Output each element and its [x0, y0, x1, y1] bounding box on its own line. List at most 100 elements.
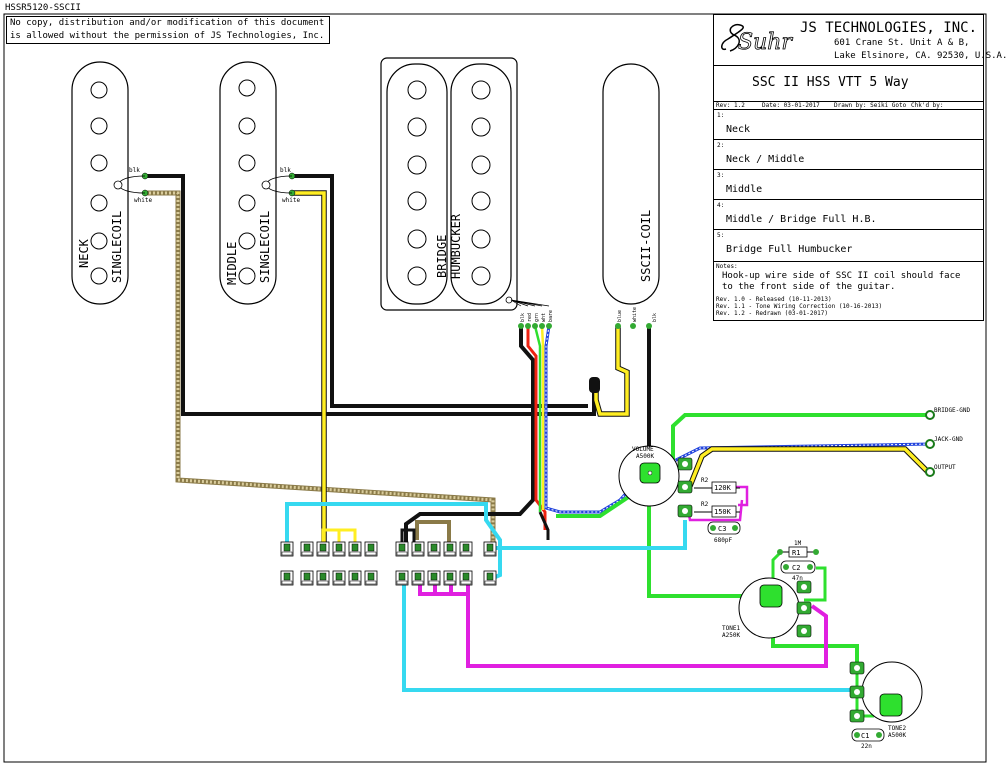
tone2-pot-name: TONE2 [888, 725, 906, 732]
notes-line-1: Hook-up wire side of SSC II coil should … [722, 271, 961, 281]
neck-label: NECK [77, 238, 91, 268]
position-5-row: 5: Bridge Full Humbucker [714, 229, 983, 261]
neck-type-label: SINGLECOIL [110, 211, 124, 283]
revision-history-2: Rev. 1.1 - Tone Wiring Correction (10-16… [716, 303, 883, 310]
position-5-label: Bridge Full Humbucker [726, 244, 853, 255]
switch-lug [348, 541, 362, 557]
bridge-wire-0: blk [520, 313, 526, 322]
r1-value: 1M [794, 540, 802, 547]
switch-lug [427, 570, 441, 586]
switch-lug [364, 570, 378, 586]
ssc-wire-1: white [632, 307, 638, 322]
bridge-type-label: HUMBUCKER [449, 213, 463, 279]
position-4-label: Middle / Bridge Full H.B. [726, 214, 877, 225]
tone-ground-wire [647, 476, 773, 598]
notes-row: Notes: Hook-up wire side of SSC II coil … [714, 261, 983, 321]
c3-value: 680pF [714, 537, 732, 544]
switch-lug [483, 570, 497, 586]
company-name: JS TECHNOLOGIES, INC. [800, 20, 978, 36]
tone1-pot: TONE1 A250K [722, 577, 812, 639]
page-frame [3, 13, 987, 763]
switch-lug [280, 570, 294, 586]
ssc-white-wire [594, 326, 629, 416]
c2-value: 47n [792, 575, 803, 582]
tone1-pot-name: TONE1 [722, 625, 740, 632]
switch-lug [443, 541, 457, 557]
switch-lug [332, 541, 346, 557]
suhr-logo: Suhr [718, 21, 794, 57]
r2b-name: R2 [701, 501, 709, 508]
switch-lug [300, 541, 314, 557]
position-4-row: 4: Middle / Bridge Full H.B. [714, 199, 983, 229]
revision-row: Rev: 1.2 Date: 03-01-2017 Drawn by: Seik… [714, 101, 983, 109]
c1-name: C1 [861, 732, 869, 740]
r2b-value: 150K [714, 508, 732, 516]
output-label: OUTPUT [934, 464, 956, 471]
checked-by: Chk'd by: [911, 102, 944, 109]
position-3-row: 3: Middle [714, 169, 983, 199]
c1-value: 22n [861, 743, 872, 750]
bridge-humbucker: BRIDGE HUMBUCKER [380, 57, 518, 311]
switch-lug [280, 541, 294, 557]
copyright-line-1: No copy, distribution and/or modificatio… [10, 18, 325, 28]
revision-history-1: Rev. 1.0 - Released (10-11-2013) [716, 296, 832, 303]
position-2-num: 2: [717, 142, 725, 149]
switch-lug [332, 570, 346, 586]
output-terminals: BRIDGE-GND JACK-GND OUTPUT [925, 407, 971, 477]
middle-terminals: blk white [261, 167, 300, 204]
middle-white-wire [292, 191, 326, 545]
address-line-1: 601 Crane St. Unit A & B, [834, 38, 970, 48]
middle-label: MIDDLE [225, 242, 239, 285]
position-5-num: 5: [717, 232, 725, 239]
position-1-row: 1: Neck [714, 109, 983, 139]
middle-pickup: MIDDLE SINGLECOIL [219, 61, 277, 305]
switch-lug [300, 570, 314, 586]
position-4-num: 4: [717, 202, 725, 209]
switch-lug [411, 541, 425, 557]
tone1-pot-value: A250K [722, 632, 740, 639]
switch-lug [316, 541, 330, 557]
resistor-r2-120k: R2 120K [694, 477, 740, 494]
bridge-label: BRIDGE [435, 235, 449, 278]
bridge-wire-2: grn [534, 313, 540, 322]
bridge-wire-3: wht [541, 313, 547, 322]
switch-lug [348, 570, 362, 586]
middle-type-label: SINGLECOIL [258, 211, 272, 283]
capacitor-c2: C2 47n [780, 560, 816, 582]
ssc-label: SSCII-COIL [639, 210, 653, 282]
position-1-num: 1: [717, 112, 725, 119]
bridge-black-wire [404, 326, 535, 545]
r2a-name: R2 [701, 477, 709, 484]
notes-line-2: to the front side of the guitar. [722, 282, 896, 292]
bridge-wire-4: bare [548, 310, 554, 322]
c3-name: C3 [718, 525, 726, 533]
neck-wire-white: white [134, 197, 152, 204]
neck-terminals: blk white [113, 167, 152, 204]
switch-lug [316, 570, 330, 586]
svg-text:Suhr: Suhr [738, 30, 793, 55]
drawing-title: SSC II HSS VTT 5 Way [752, 75, 909, 90]
tone2-pot: TONE2 A500K [849, 661, 923, 739]
middle-wire-blk: blk [280, 167, 291, 174]
drawing-title-row: SSC II HSS VTT 5 Way [714, 65, 983, 101]
bridge-red-wire [526, 326, 547, 530]
position-3-label: Middle [726, 184, 763, 195]
switch-lug [427, 541, 441, 557]
switch-lug [459, 541, 473, 557]
magenta-wire [466, 594, 828, 668]
volume-pot-value: A500K [636, 453, 654, 460]
r2a-value: 120K [714, 484, 732, 492]
middle-wire-white: white [282, 197, 300, 204]
switch-lug [443, 570, 457, 586]
bridge-gnd-label: BRIDGE-GND [934, 407, 971, 414]
position-1-label: Neck [726, 124, 751, 135]
jack-gnd-label: JACK-GND [934, 436, 963, 443]
ssc-wire-0: blue [617, 310, 623, 322]
revision: Rev: 1.2 [716, 102, 745, 109]
copyright-line-2: is allowed without the permission of JS … [10, 31, 325, 41]
drawn-by: Drawn by: Seiki Goto [834, 102, 907, 109]
position-2-label: Neck / Middle [726, 154, 805, 165]
cyan-wire-c [402, 578, 857, 692]
bridge-wire-1: red [527, 313, 533, 322]
five-way-switch [280, 541, 497, 586]
